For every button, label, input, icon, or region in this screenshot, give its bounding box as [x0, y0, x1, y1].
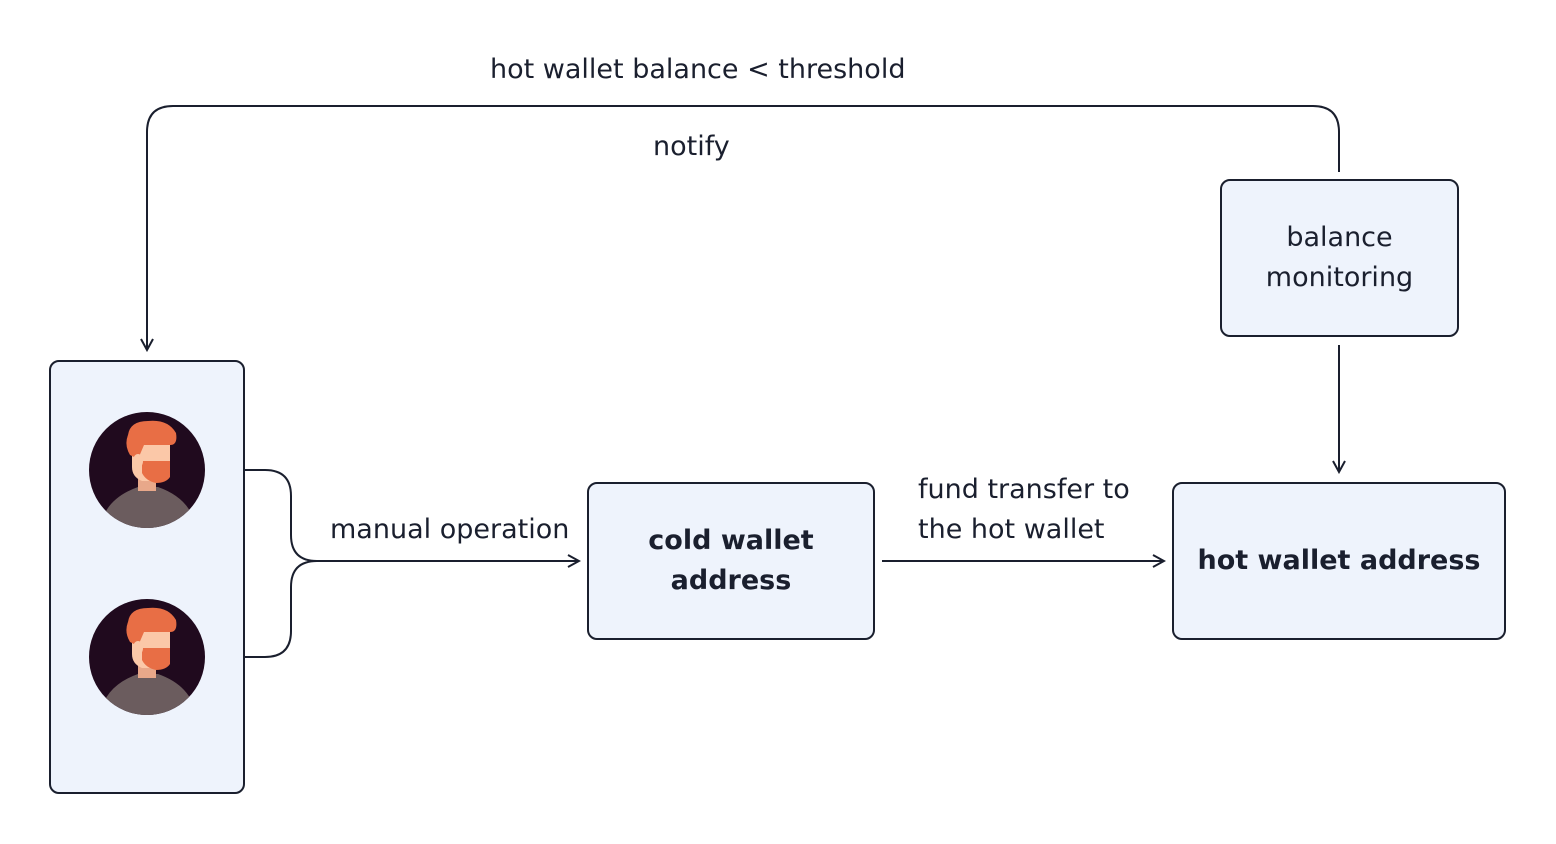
- cold-wallet-label: cold wallet address: [648, 525, 814, 596]
- operator-avatar-icon: [89, 412, 205, 528]
- cold-wallet-box: cold wallet address: [587, 482, 875, 640]
- hot-wallet-label: hot wallet address: [1197, 545, 1481, 576]
- balance-monitoring-label: balance monitoring: [1265, 222, 1414, 293]
- operator-bracket-top: [213, 469, 318, 562]
- hot-wallet-box: hot wallet address: [1172, 482, 1506, 640]
- operator-bracket-bottom: [213, 560, 318, 658]
- threshold-condition-label: hot wallet balance < threshold: [490, 54, 906, 85]
- operator-avatar-icon: [89, 599, 205, 715]
- manual-operation-label: manual operation: [330, 514, 570, 545]
- notify-label: notify: [653, 131, 730, 162]
- fund-transfer-label: fund transfer to the hot wallet: [918, 474, 1130, 545]
- notify-arrow: [147, 105, 1340, 350]
- balance-monitoring-box: balance monitoring: [1220, 179, 1459, 337]
